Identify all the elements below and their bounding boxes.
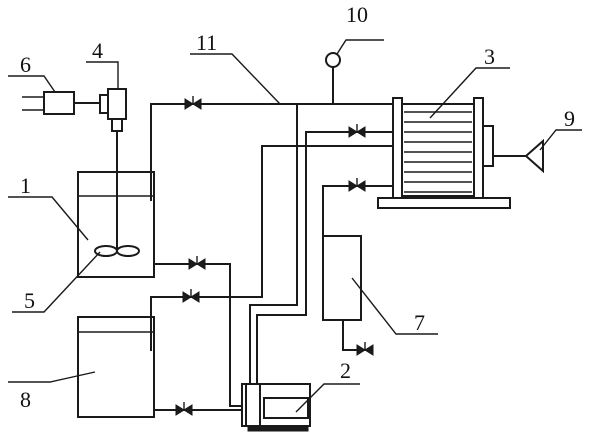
gauge-10	[325, 52, 341, 105]
valve-tank8-return	[182, 289, 200, 303]
agitator-5	[94, 130, 140, 257]
tank-7	[322, 235, 362, 321]
leader-lines	[8, 39, 582, 413]
label-10: 10	[346, 2, 368, 27]
piston-9	[492, 138, 544, 174]
valve-tank1-outlet	[188, 256, 206, 270]
filter-press-3	[377, 97, 511, 209]
label-6: 6	[20, 52, 31, 77]
label-3: 3	[484, 44, 495, 69]
pump-2	[241, 383, 311, 432]
label-9: 9	[564, 106, 575, 131]
motor-6	[22, 91, 101, 115]
gearbox-4	[99, 88, 127, 132]
piping	[150, 103, 394, 411]
label-5: 5	[24, 288, 35, 313]
label-11: 11	[196, 30, 217, 55]
label-1: 1	[20, 173, 31, 198]
valve-tank8-outlet	[175, 402, 193, 416]
label-4: 4	[92, 38, 103, 63]
valve-tank7-line	[348, 178, 366, 192]
valve-tank7-drain	[356, 342, 374, 356]
label-7: 7	[414, 310, 425, 335]
label-8: 8	[20, 387, 31, 412]
valve-press-line	[348, 124, 366, 138]
valve-header	[184, 96, 202, 110]
tank-8	[77, 316, 155, 418]
label-2: 2	[340, 358, 351, 383]
